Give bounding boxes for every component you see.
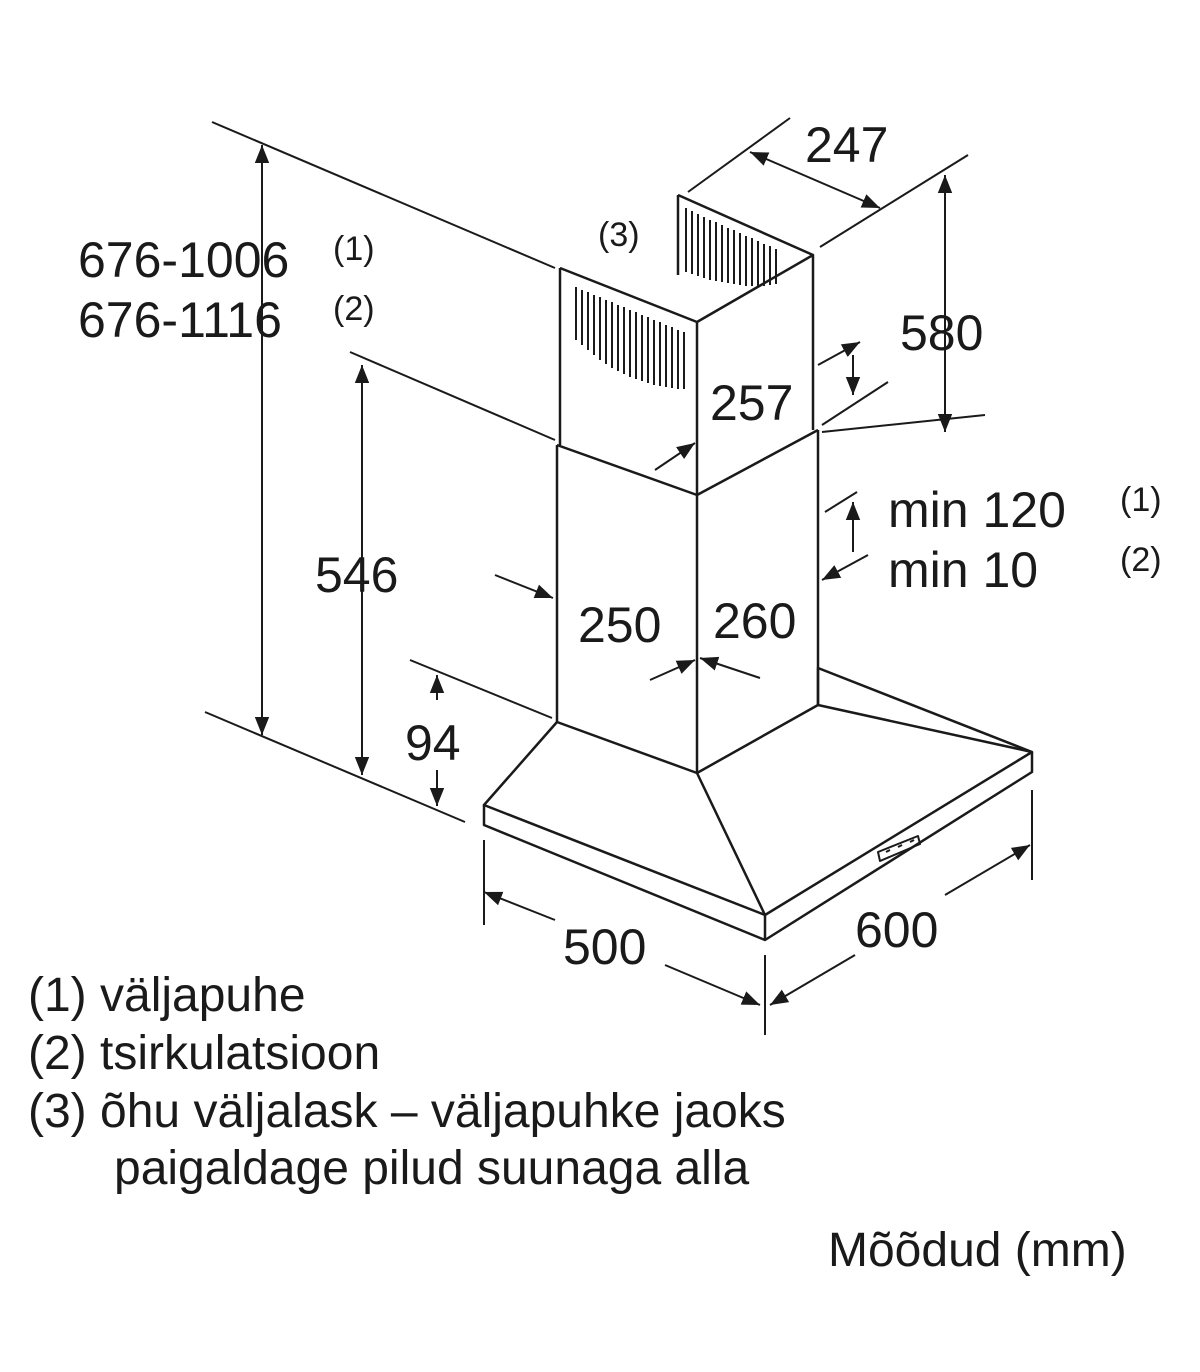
total-height-exhaust-label: 676-1006 <box>78 232 290 288</box>
chimney-depth-label: 247 <box>805 117 889 173</box>
min-gap-exhaust-label: min 120 <box>888 482 1066 538</box>
canopy-height-label: 94 <box>405 715 461 771</box>
air-outlet-grille-front <box>575 287 685 389</box>
lower-chimney-height-label: 546 <box>315 547 399 603</box>
upper-chimney <box>558 193 815 495</box>
air-outlet-grille-rear <box>685 208 777 286</box>
legend-item-3-continued: paigaldage pilud suunaga alla <box>114 1142 750 1195</box>
total-height-recirculation-label: 676-1116 <box>78 292 282 348</box>
canopy <box>482 666 1034 942</box>
upper-chimney-width-label: 257 <box>710 375 794 431</box>
legend-item-1: (1) väljapuhe <box>28 972 306 1020</box>
upper-chimney-height-label: 580 <box>900 305 984 361</box>
legend-key: (3) <box>28 1085 87 1138</box>
legend-text: tsirkulatsioon <box>100 1027 381 1080</box>
total-height-recirculation-note: (2) <box>333 290 375 328</box>
total-height-exhaust-note: (1) <box>333 230 375 268</box>
air-outlet-marker: (3) <box>598 216 640 254</box>
legend-item-3: (3) õhu väljalask – väljapuhke jaoks <box>28 1088 786 1136</box>
lower-chimney-depth-label: 250 <box>578 597 662 653</box>
legend-text: väljapuhe <box>100 969 306 1022</box>
hood-width-label: 600 <box>855 902 939 958</box>
dimension-lines <box>204 117 1033 1035</box>
control-panel <box>877 835 921 862</box>
units-label: Mõõdud (mm) <box>828 1224 1127 1277</box>
legend-key: (1) <box>28 969 87 1022</box>
legend-text: õhu väljalask – väljapuhke jaoks <box>100 1085 786 1138</box>
hood-depth-label: 500 <box>563 919 647 975</box>
min-gap-recirculation-label: min 10 <box>888 542 1039 598</box>
legend-item-2: (2) tsirkulatsioon <box>28 1030 380 1078</box>
lower-chimney-width-label: 260 <box>713 593 797 649</box>
min-gap-recirculation-note: (2) <box>1120 541 1162 579</box>
min-gap-exhaust-note: (1) <box>1120 481 1162 519</box>
legend-key: (2) <box>28 1027 87 1080</box>
